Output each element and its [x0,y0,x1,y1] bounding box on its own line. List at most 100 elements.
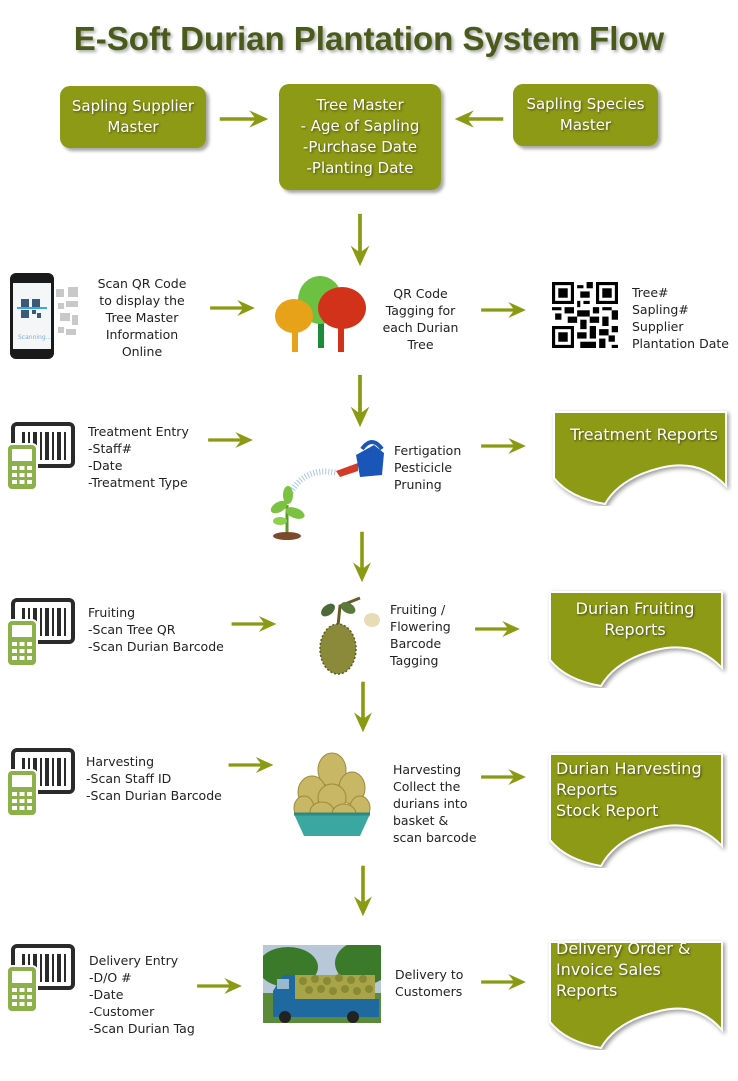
box-line: -Planting Date [306,159,414,177]
text-line: Customers [395,984,463,999]
text-line: QR Code [393,286,448,301]
box-line: Master [107,118,159,136]
text-line: Pesticicle [394,460,453,475]
text-line: Fertigation [394,443,462,458]
text-line: Reports [556,981,618,1000]
text-line: -Scan Tree QR [88,622,176,637]
box-line: -Purchase Date [302,138,418,156]
text-line: Treatment Reports [570,425,718,444]
arrow-right-icon [215,106,273,132]
text-line: Delivery to [395,967,464,982]
text-line: Durian Harvesting [556,759,702,778]
barcode-scanner-icon [5,422,75,492]
sapling-species-master-box: Sapling Species Master [513,84,658,146]
text-line: Fruiting / [390,602,446,617]
text-line: basket & [393,813,449,828]
qr-scan-description: Scan QR Code to display the Tree Master … [92,275,192,360]
text-line: -Scan Durian Barcode [86,788,222,803]
durian-harvesting-reports-box: Durian Harvesting Reports Stock Report [546,750,728,868]
text-line: -Customer [89,1004,155,1019]
text-line: Collect the [393,779,461,794]
arrow-right-icon [203,428,258,452]
text-line: -Scan Durian Barcode [88,639,224,654]
arrow-right-icon [192,974,247,998]
text-line: Durian Fruiting [575,599,695,618]
fruiting-process-description: Fruiting / Flowering Barcode Tagging [390,601,470,669]
text-line: -Treatment Type [88,475,188,490]
arrow-right-icon [476,970,531,994]
text-line: Tree [407,337,434,352]
text-line: Delivery Entry [89,953,179,968]
harvesting-process-description: Harvesting Collect the durians into bask… [393,761,483,846]
barcode-scanner-icon [5,598,75,668]
text-line: Flowering [390,619,451,634]
qr-code-icon [552,282,618,348]
arrow-right-icon [222,753,280,777]
arrow-right-icon [470,617,525,641]
text-line: each Durian [382,320,459,335]
delivery-entry-description: Delivery Entry -D/O # -Date -Customer -S… [89,952,229,1037]
report-label: Durian Harvesting Reports Stock Report [556,758,726,821]
barcode-scanner-icon [5,748,75,818]
text-line: -Scan Staff ID [86,771,172,786]
text-line: Tree Master [105,310,179,325]
box-line: Sapling Supplier [71,97,195,115]
durian-fruiting-reports-box: Durian Fruiting Reports [546,588,728,688]
text-line: Fruiting [88,605,136,620]
arrow-right-icon [205,296,260,320]
text-line: Sapling# [632,302,689,317]
arrow-left-icon [450,106,508,132]
text-line: -Date [88,458,123,473]
report-document-shape [549,941,723,1050]
text-line: -D/O # [89,970,132,985]
box-line: Tree Master [316,96,404,114]
phone-screen-text: Scanning... [18,334,51,341]
diagram-title: E-Soft Durian Plantation System Flow [73,20,665,57]
smartphone-qr-scan-icon: Scanning... [4,269,88,363]
report-label: Delivery Order & Invoice Sales Reports [556,938,726,1001]
durian-fruit-icon [310,596,385,676]
text-line: Tagging [390,653,439,668]
text-line: Reports [556,780,618,799]
text-line: Harvesting [393,762,462,777]
arrow-right-icon [225,612,283,636]
text-line: -Date [89,987,124,1002]
arrow-down-icon [348,530,376,584]
text-line: durians into [393,796,468,811]
text-line: Harvesting [86,754,155,769]
trees-icon [270,272,370,357]
box-line: Master [559,116,612,134]
box-line: - Age of Sapling [300,117,420,135]
report-document-shape [549,753,723,868]
text-line: Reports [604,620,666,639]
box-line: Sapling Species [526,95,645,113]
text-line: -Scan Durian Tag [89,1021,195,1036]
text-line: Delivery Order & [556,939,691,958]
harvesting-entry-description: Harvesting -Scan Staff ID -Scan Durian B… [86,753,226,804]
qr-output-fields: Tree# Sapling# Supplier Plantation Date [632,284,738,352]
durian-basket-icon [288,748,376,838]
tree-master-box: Tree Master - Age of Sapling -Purchase D… [279,84,441,190]
text-line: Tree# [632,285,669,300]
text-line: Scan QR Code [97,276,187,291]
report-label: Treatment Reports [564,424,724,445]
treatment-entry-description: Treatment Entry -Staff# -Date -Treatment… [88,423,218,491]
text-line: Supplier [632,319,684,334]
treatment-process-description: Fertigation Pesticicle Pruning [394,442,484,493]
text-line: Pruning [394,477,442,492]
treatment-reports-box: Treatment Reports [550,408,732,506]
fruiting-entry-description: Fruiting -Scan Tree QR -Scan Durian Barc… [88,604,228,655]
text-line: Information [105,327,179,342]
arrow-right-icon [476,298,531,322]
text-line: to display the [99,293,185,308]
report-label: Durian Fruiting Reports [560,598,710,640]
watering-can-plant-icon [262,435,387,540]
arrow-down-icon [346,373,374,429]
text-line: scan barcode [393,830,477,845]
text-line: Stock Report [556,801,659,820]
arrow-down-icon [346,212,374,268]
text-line: -Staff# [88,441,133,456]
delivery-process-description: Delivery to Customers [395,966,485,1000]
text-line: Online [121,344,163,359]
text-line: Invoice Sales [556,960,661,979]
